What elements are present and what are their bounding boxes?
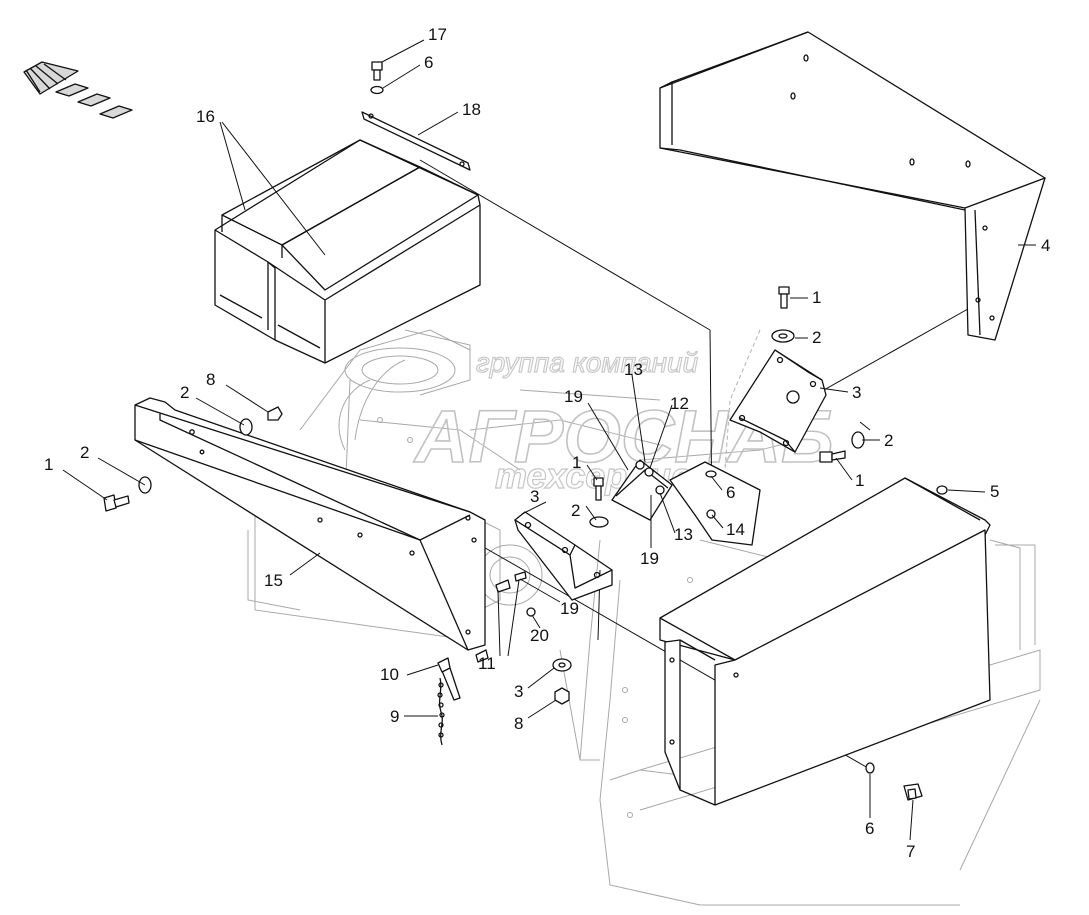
- callout-2: 2: [571, 501, 580, 520]
- callout-2: 2: [180, 383, 189, 402]
- callout-4: 4: [1041, 236, 1050, 255]
- callout-16: 16: [196, 107, 215, 126]
- callout-5: 5: [990, 482, 999, 501]
- callout-3: 3: [530, 487, 539, 506]
- callout-19: 19: [564, 387, 583, 406]
- callout-18: 18: [462, 100, 481, 119]
- callout-15: 15: [264, 571, 283, 590]
- latch-bracket-assembly: [589, 459, 761, 546]
- callout-19: 19: [640, 549, 659, 568]
- callout-8: 8: [206, 370, 215, 389]
- callout-20: 20: [530, 626, 549, 645]
- callout-12: 12: [670, 394, 689, 413]
- callout-7: 7: [906, 842, 915, 861]
- cover-5: [659, 477, 991, 806]
- callout-1: 1: [572, 453, 581, 472]
- callout-1: 1: [855, 471, 864, 490]
- callout-6: 6: [865, 819, 874, 838]
- callout-1: 1: [812, 288, 821, 307]
- bolt-17: [370, 61, 384, 95]
- callout-11: 11: [478, 654, 496, 673]
- callout-13: 13: [674, 525, 693, 544]
- pin-and-chain: [437, 657, 461, 746]
- callout-13: 13: [624, 360, 643, 379]
- callout-8: 8: [514, 714, 523, 733]
- callout-6: 6: [726, 483, 735, 502]
- callout-3: 3: [852, 383, 861, 402]
- callout-10: 10: [380, 665, 399, 684]
- battery-16: [214, 139, 481, 364]
- callout-2: 2: [80, 443, 89, 462]
- direction-arrow-icon: [23, 61, 133, 119]
- callout-numbers: 17 6 18 16 4 1 2 3 8 2 2 1 13 19 12 2 1 …: [44, 25, 1050, 861]
- bracket-3-left: [475, 511, 613, 663]
- bracket-3-right: [729, 286, 865, 463]
- callout-1: 1: [44, 455, 53, 474]
- callout-14: 14: [726, 520, 745, 539]
- callout-17: 17: [428, 25, 447, 44]
- cover-15: [134, 397, 486, 651]
- callout-leaders: [62, 39, 1036, 841]
- watermark-line1: группа компаний: [476, 347, 699, 378]
- callout-3: 3: [514, 682, 523, 701]
- callout-2: 2: [812, 328, 821, 347]
- callout-19: 19: [560, 599, 579, 618]
- callout-2: 2: [884, 431, 893, 450]
- fasteners-bottom: [552, 658, 923, 801]
- callout-6: 6: [424, 53, 433, 72]
- callout-9: 9: [390, 707, 399, 726]
- shield-4: [659, 31, 1046, 341]
- strip-18: [361, 111, 471, 171]
